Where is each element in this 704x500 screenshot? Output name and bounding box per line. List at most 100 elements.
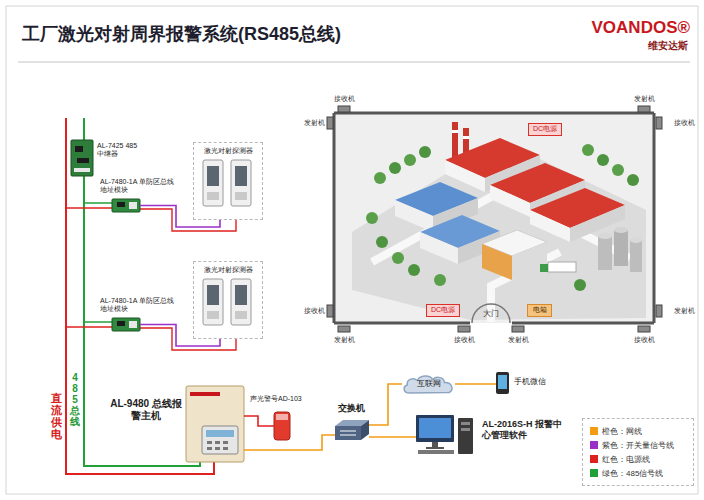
perimeter-beam: [472, 304, 510, 323]
circuit-board: [74, 168, 90, 172]
legend-swatch: [590, 441, 598, 449]
alarm-panel: [186, 386, 244, 462]
truck: [540, 264, 548, 272]
phone: 手机微信: [496, 372, 509, 394]
chimney: [463, 136, 469, 139]
perimeter-beam: [334, 113, 654, 323]
circuit-board: [75, 146, 83, 152]
perimeter-beam: [334, 112, 654, 115]
warehouse: [420, 232, 458, 264]
device-label: 接收机: [334, 95, 355, 103]
legend-swatch: [590, 469, 598, 477]
bus-line: [66, 207, 112, 209]
node-label: 互联网: [416, 379, 441, 389]
phone: [496, 372, 509, 394]
page-frame: [6, 6, 698, 494]
beam-device: [327, 117, 333, 129]
repeater-module: AL-7425 485中继器: [71, 140, 93, 176]
device-label: 发射机: [634, 95, 655, 103]
alarm-panel: [202, 426, 238, 454]
legend-swatch: [590, 455, 598, 463]
device-label: 发射机: [508, 336, 529, 344]
node-label: AL-7480-1A 单防区总线地址模块: [100, 297, 174, 314]
dc-power-box: DC电源: [528, 123, 562, 136]
address-module: AL-7480-1A 单防区总线地址模块: [112, 199, 140, 212]
bus-line: [84, 321, 112, 323]
alarm-panel: [207, 441, 212, 444]
tree: [376, 236, 388, 248]
wire: [369, 384, 402, 425]
alarm-panel: [223, 441, 228, 444]
tree: [374, 172, 386, 184]
brand-subtitle: 维安达斯: [648, 40, 688, 52]
node-label: 声光警号AD-103: [250, 395, 302, 403]
device-label: 接收机: [634, 336, 655, 344]
circuit-board: [129, 202, 137, 209]
node-label: 交换机: [338, 403, 365, 414]
silo: [614, 230, 628, 266]
legend-text: 红色：电源线: [602, 454, 650, 465]
factory-building: [490, 185, 530, 217]
tree: [582, 144, 594, 156]
laser-detector: [231, 160, 251, 206]
network-switch: [335, 426, 361, 440]
page-title: 工厂激光对射周界报警系统(RS485总线): [22, 22, 341, 46]
tree: [366, 212, 378, 224]
beam-device: [338, 106, 350, 112]
silo: [598, 233, 612, 239]
legend-text: 橙色：网线: [602, 426, 642, 437]
laser-detector: [235, 166, 247, 186]
device-label: 接收机: [454, 336, 475, 344]
perimeter-beam: [334, 322, 470, 325]
chimney: [452, 130, 458, 133]
legend-row: 绿色：485信号线: [590, 466, 686, 480]
management-pc: AL-2016S-H 报警中心管理软件: [416, 415, 474, 455]
alarm-panel: [215, 447, 220, 450]
silo: [614, 227, 628, 233]
legend-box: 橙色：网线紫色：开关量信号线红色：电源线绿色：485信号线: [582, 418, 694, 486]
phone: [496, 372, 509, 394]
internet-cloud: 互联网: [402, 374, 455, 394]
bus-label: 直流供电: [51, 392, 62, 440]
node-label: 电箱: [532, 306, 547, 314]
network-switch: [335, 420, 369, 440]
warehouse: [512, 242, 547, 280]
network-switch: [361, 420, 369, 440]
truck: [540, 262, 576, 272]
alarm-panel: [215, 441, 220, 444]
circuit-board: [112, 318, 140, 331]
address-module: AL-7480-1A 单防区总线地址模块: [112, 318, 140, 331]
bus-line: [84, 118, 200, 466]
beam-device: [327, 305, 333, 317]
page-frame: [18, 62, 690, 63]
device-label: 接收机: [304, 307, 325, 315]
laser-detector: [207, 166, 219, 186]
legend-swatch: [590, 427, 598, 435]
network-switch: 交换机: [335, 420, 369, 442]
warehouse: [395, 200, 433, 232]
page-frame: [6, 6, 698, 494]
wire: [455, 383, 496, 385]
device-label: 接收机: [674, 119, 695, 127]
computer: [418, 450, 454, 454]
laser-detector: [207, 311, 219, 319]
tree: [574, 279, 586, 291]
tree: [612, 164, 624, 176]
computer: [432, 442, 438, 447]
wire: [140, 206, 220, 228]
tree: [597, 154, 609, 166]
beam-device: [512, 326, 524, 332]
factory-ground: [334, 113, 654, 323]
node-label: DC电源: [430, 306, 456, 314]
laser-detector: [235, 311, 247, 319]
alarm-panel: [207, 447, 212, 450]
siren: [276, 414, 288, 420]
node-label: AL-7425 485中继器: [97, 142, 141, 159]
tree: [419, 146, 431, 158]
device-label: 发射机: [304, 119, 325, 127]
computer: [416, 415, 473, 454]
laser-detector: [203, 279, 223, 325]
wire: [244, 435, 335, 450]
computer: [419, 418, 451, 438]
alarm-panel: [223, 447, 228, 450]
